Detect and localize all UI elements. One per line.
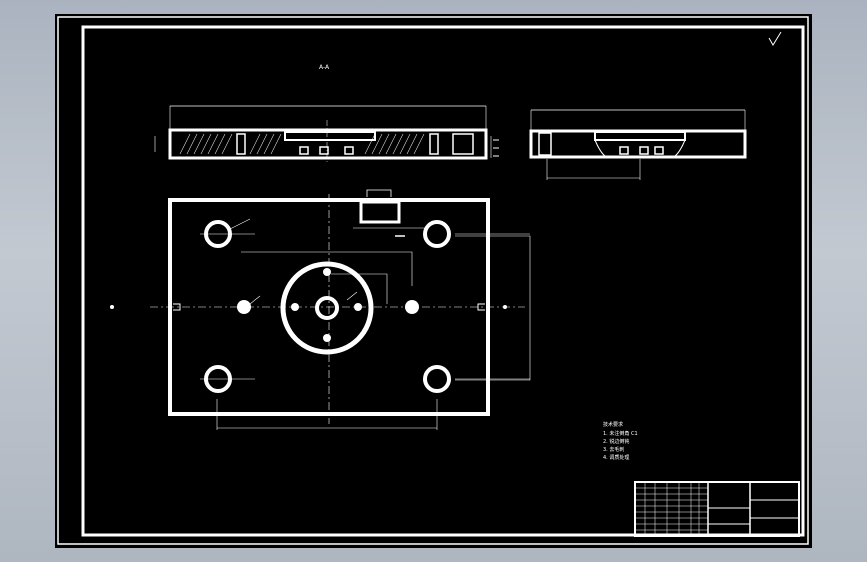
center-ring: [280, 261, 374, 355]
section-hatching: [179, 133, 425, 155]
title-block: [634, 481, 800, 537]
dowel-hole-right: [405, 300, 419, 314]
tech-req-item: 4. 调质处理: [603, 454, 629, 461]
inner-frame: [81, 25, 805, 537]
surface-roughness-symbol: [768, 31, 782, 46]
section-view-label: A-A: [319, 64, 330, 71]
tech-req-item: 2. 锐边倒钝: [603, 438, 629, 445]
title-block-grid: [635, 482, 708, 536]
tech-req-item: 1. 未注倒角 C1: [603, 430, 638, 437]
plan-view: [110, 189, 531, 430]
drawing-sheet: A-A: [57, 16, 809, 545]
front-section-view: [154, 105, 499, 164]
corner-hole-tr: [423, 220, 451, 248]
dowel-hole-left: [237, 300, 251, 314]
corner-hole-br: [423, 365, 451, 393]
technical-requirements: 技术要求 1. 未注倒角 C1 2. 锐边倒钝 3. 去毛刺 4. 调质处理: [603, 421, 638, 461]
outer-border: [57, 16, 809, 545]
tech-req-item: 3. 去毛刺: [603, 446, 624, 453]
tech-req-heading: 技术要求: [603, 421, 623, 428]
center-bore: [315, 296, 339, 320]
cad-viewport[interactable]: A-A: [55, 14, 812, 548]
keyway-slot: [359, 200, 401, 224]
side-section-view: [529, 109, 747, 180]
